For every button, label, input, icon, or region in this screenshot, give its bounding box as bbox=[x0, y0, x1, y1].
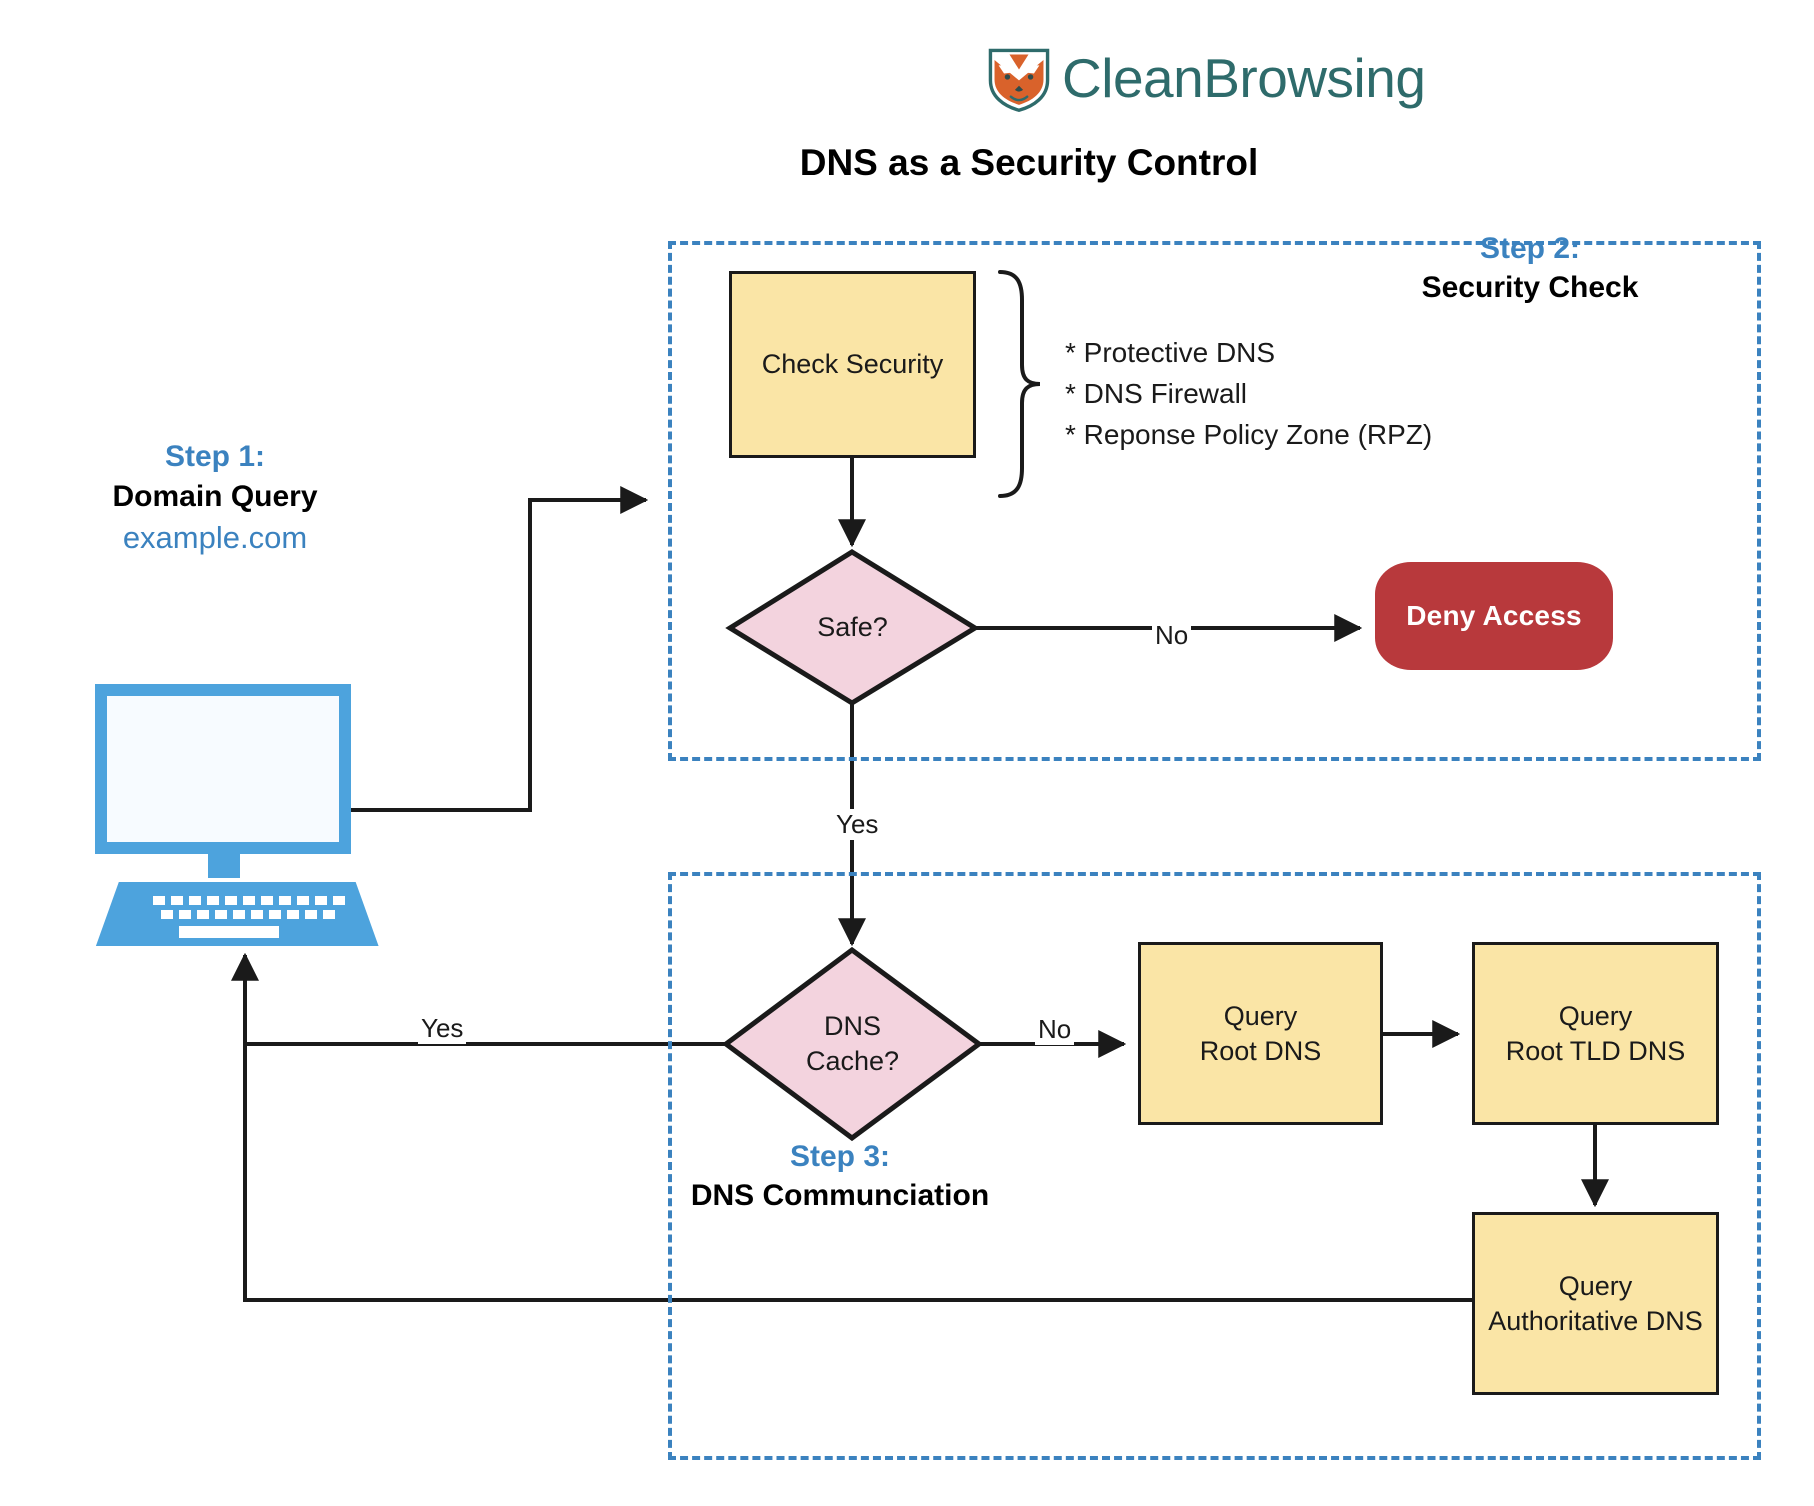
process-check-security-label: Check Security bbox=[761, 349, 944, 380]
edge-label-cache-no: No bbox=[1035, 1014, 1075, 1045]
process-query-root-dns-line1: Query bbox=[1223, 1000, 1298, 1031]
step1-heading: Step 1: bbox=[164, 440, 266, 473]
decision-safe-shape bbox=[725, 549, 980, 706]
step3-group-boundary bbox=[668, 872, 1761, 1460]
process-check-security[interactable]: Check Security bbox=[729, 271, 976, 458]
decision-safe-label: Safe? bbox=[817, 611, 888, 642]
decision-cache-shape bbox=[721, 946, 984, 1142]
curly-brace bbox=[998, 270, 1041, 498]
brand-name: CleanBrowsing bbox=[1062, 47, 1426, 109]
process-query-root-dns-line2: Root DNS bbox=[1199, 1035, 1322, 1066]
step2-group-boundary bbox=[668, 241, 1761, 761]
edge-auth-return-to-computer bbox=[231, 952, 1472, 1302]
terminator-deny-access[interactable]: Deny Access bbox=[1375, 562, 1613, 670]
step3-subheading: DNS Communciation bbox=[690, 1179, 990, 1212]
decision-dns-cache-line2: Cache? bbox=[805, 1046, 900, 1076]
step3-label-group: Step 3: DNS Communciation bbox=[640, 1140, 1040, 1213]
step3-heading: Step 3: bbox=[789, 1140, 891, 1173]
edge-label-cache-yes: Yes bbox=[418, 1013, 467, 1044]
page-title: DNS as a Security Control bbox=[0, 142, 1814, 184]
edge-label-safe-yes: Yes bbox=[833, 809, 882, 840]
step1-domain: example.com bbox=[122, 520, 308, 555]
step2-subheading: Security Check bbox=[1421, 271, 1639, 304]
process-query-authoritative-dns[interactable]: Query Authoritative DNS bbox=[1472, 1212, 1719, 1395]
terminator-deny-access-label: Deny Access bbox=[1406, 600, 1582, 631]
decision-safe[interactable]: Safe? bbox=[730, 552, 975, 702]
decision-dns-cache[interactable]: DNS Cache? bbox=[726, 950, 979, 1138]
edge-label-safe-no: No bbox=[1152, 620, 1192, 651]
step1-subheading: Domain Query bbox=[112, 480, 318, 513]
decision-dns-cache-label: DNS Cache? bbox=[726, 950, 979, 1138]
process-query-root-tld-dns[interactable]: Query Root TLD DNS bbox=[1472, 942, 1719, 1125]
security-feature-list: * Protective DNS * DNS Firewall * Repons… bbox=[1065, 332, 1432, 455]
security-feature-item: * DNS Firewall bbox=[1065, 378, 1248, 410]
security-feature-item: * Reponse Policy Zone (RPZ) bbox=[1065, 419, 1433, 451]
step2-label-group: Step 2: Security Check bbox=[1380, 232, 1680, 305]
fox-shield-icon bbox=[988, 48, 1050, 113]
process-query-authoritative-dns-line1: Query bbox=[1558, 1270, 1633, 1301]
page-title-text: DNS as a Security Control bbox=[799, 142, 1259, 183]
process-query-root-tld-dns-line1: Query bbox=[1558, 1000, 1633, 1031]
step2-heading: Step 2: bbox=[1479, 232, 1581, 265]
desktop-computer-icon bbox=[95, 684, 379, 946]
step1-label-group: Step 1: Domain Query example.com bbox=[55, 440, 375, 556]
decision-dns-cache-line1: DNS bbox=[823, 1011, 881, 1042]
process-query-root-tld-dns-line2: Root TLD DNS bbox=[1505, 1035, 1686, 1066]
process-query-authoritative-dns-line2: Authoritative DNS bbox=[1488, 1305, 1703, 1336]
security-feature-item: * Protective DNS bbox=[1065, 337, 1276, 368]
process-query-root-dns[interactable]: Query Root DNS bbox=[1138, 942, 1383, 1125]
edge-computer-to-security bbox=[330, 486, 649, 812]
